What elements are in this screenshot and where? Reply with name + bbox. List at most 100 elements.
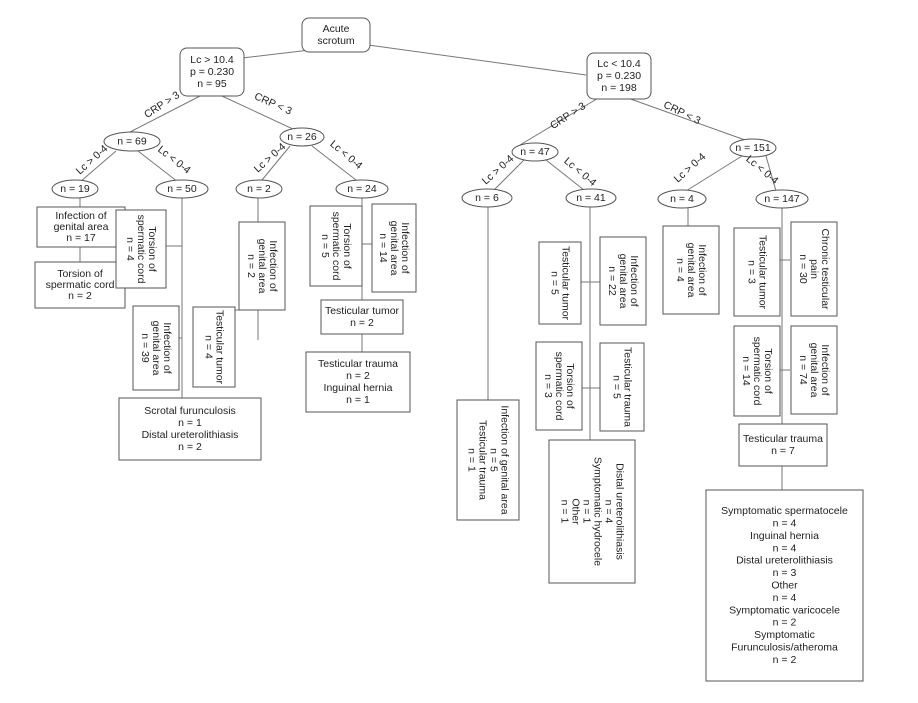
node-text: Inguinal hernia: [324, 382, 393, 394]
edge-r1-lt: [545, 159, 585, 191]
node-text: n = 4: [603, 500, 615, 524]
node-text: Symptomatic hydrocele: [592, 457, 604, 566]
node-outline: [301, 17, 371, 53]
node-text: genital area: [150, 321, 162, 376]
edge-right-crp-lt: [624, 96, 746, 141]
node-outline: [565, 188, 617, 208]
node-text: n = 2: [773, 617, 797, 629]
node-text: n = 2: [247, 183, 271, 195]
node-text: n = 4: [124, 237, 136, 261]
node-text: Distal ureterolithiasis: [614, 463, 626, 560]
node-text: Torsion of: [57, 268, 103, 280]
node-text: n = 19: [60, 183, 90, 195]
node-text: spermatic cord: [330, 212, 342, 281]
edge-left-crp-gt: [129, 95, 201, 133]
node-text: Infection of: [628, 255, 640, 306]
node-text: Testicular tumor: [325, 305, 400, 317]
node-text: genital area: [388, 221, 400, 276]
node-text: n = 2: [346, 370, 370, 382]
node-outline: [733, 325, 781, 417]
node-text: n = 2: [350, 317, 374, 329]
node-text: n = 14: [740, 356, 752, 386]
node-text: genital area: [685, 243, 697, 298]
node-outline: [34, 261, 126, 309]
node-text: n = 3: [746, 260, 758, 284]
node-text: n = 4: [773, 518, 797, 530]
node-text: n = 22: [606, 266, 618, 296]
node-outline: [538, 241, 582, 325]
node-text: Torsion of: [564, 363, 576, 409]
node-text: spermatic cord: [135, 215, 147, 284]
node-text: n = 69: [117, 136, 147, 148]
node-text: n = 47: [520, 146, 550, 158]
node-text: n = 2: [178, 441, 202, 453]
node-text: Infection of: [399, 222, 411, 273]
edge-label-crp-gt: CRP > 3: [142, 89, 182, 121]
edge-l1-gt: [79, 150, 117, 183]
edge-r2-gt: [685, 155, 743, 192]
node-text: n = 50: [167, 183, 197, 195]
edge-l1-lt: [137, 150, 179, 183]
node-text: n = 4: [773, 542, 797, 554]
node-text: n = 14: [377, 233, 389, 263]
node-text: n = 198: [601, 82, 636, 94]
node-n47: n = 47: [511, 142, 559, 162]
node-text: n = 95: [197, 78, 227, 90]
node-outline: [755, 189, 809, 209]
node-text: n = 39: [139, 333, 151, 363]
edge-label-crp-gt: CRP > 3: [548, 100, 588, 132]
node-text: spermatic cord: [553, 352, 565, 421]
node-text: Symptomatic varicocele: [729, 604, 840, 616]
node-n69: n = 69: [103, 131, 161, 152]
node-n4: n = 4: [657, 189, 707, 209]
node-outline: [238, 221, 286, 311]
node-text: n = 2: [773, 654, 797, 666]
edge-label-lc-lt: Lc < 0-4: [561, 155, 598, 189]
node-text: n = 1: [346, 394, 370, 406]
node-text: genital area: [256, 239, 268, 294]
node-text: Infection of: [696, 244, 708, 295]
node-text: Other: [570, 498, 582, 525]
node-outline: [118, 397, 262, 461]
node-text: Infection of: [161, 322, 173, 373]
node-outline: [790, 221, 838, 317]
node-outline: [115, 209, 167, 289]
node-text: Testicular trauma: [622, 347, 634, 427]
edge-r2-lt: [765, 155, 777, 192]
node-text: n = 24: [347, 183, 377, 195]
node-text: Torsion of: [146, 226, 158, 272]
node-outline: [461, 188, 513, 208]
node-text: genital area: [617, 254, 629, 309]
edge-r1-gt: [493, 159, 525, 191]
node-text: Symptomatic spermatocele: [721, 505, 848, 517]
node-outline: [235, 179, 283, 199]
node-text: n = 74: [797, 355, 809, 385]
edge-label-lc-lt: Lc < 0-4: [155, 144, 193, 177]
node-text: n = 26: [287, 131, 317, 143]
root-to-right-edge: [367, 44, 587, 76]
edge-l2-lt: [311, 145, 357, 181]
node-n19: n = 19: [51, 179, 99, 199]
node-text: n = 5: [611, 375, 623, 399]
node-text: pain: [808, 259, 820, 279]
node-text: n = 1: [559, 500, 571, 524]
edge-left-crp-lt: [221, 95, 296, 131]
node-text: n = 17: [66, 232, 96, 244]
root-to-left-edge: [241, 49, 311, 59]
node-text: genital area: [54, 221, 109, 233]
edge-label-crp-lt: CRP < 3: [661, 99, 702, 127]
node-text: n = 5: [549, 271, 561, 295]
node-outline: [535, 341, 583, 431]
node-text: Lc > 10.4: [190, 54, 234, 66]
node-outline: [790, 325, 838, 415]
